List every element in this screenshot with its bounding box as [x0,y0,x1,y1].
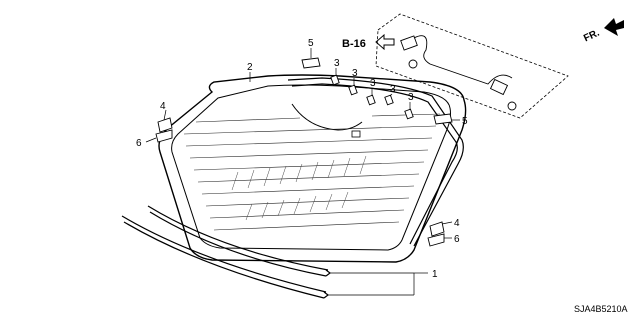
callout-5b: 5 [462,116,468,127]
dam-rubber-leaders [335,68,411,110]
front-direction-arrow [604,18,624,36]
front-direction-label: FR. [582,28,601,45]
dam-rubber-parts [330,74,414,120]
fastener-a-left-leaders [145,109,167,143]
fastener-b-parts [301,57,453,125]
callout-6-right: 6 [454,234,460,245]
callout-2: 2 [247,62,253,73]
callout-1: 1 [432,269,438,280]
ref-b16-label: B-16 [342,38,366,50]
fastener-a-right-leaders [441,221,453,239]
lower-molding-upper [147,205,331,277]
rear-windshield-glass [158,74,467,263]
harness-kit-box [375,13,569,119]
callout-4-left: 4 [160,101,166,112]
callout-3d: 3 [390,84,396,95]
fastener-a-left [155,117,173,143]
fastener-a-right [427,221,445,247]
callout-4-right: 4 [454,218,460,229]
callout-1-bracket [328,272,428,296]
fastener-b-leaders [310,48,460,121]
callout-6-left: 6 [136,138,142,149]
callout-5a: 5 [308,38,314,49]
callout-3a: 3 [334,58,340,69]
upper-molding [287,77,464,247]
callout-3e: 3 [408,92,414,103]
diagram-code: SJA4B5210A [574,304,628,314]
lower-molding-lower [121,215,329,299]
ref-arrow [375,33,395,51]
callout-3b: 3 [352,68,358,79]
callout-3c: 3 [370,78,376,89]
